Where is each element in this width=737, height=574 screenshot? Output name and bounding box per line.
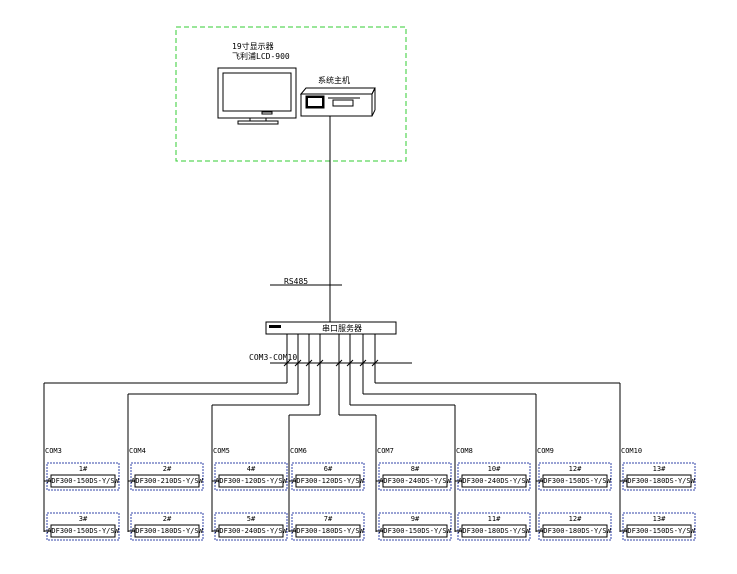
com-label: COM9	[537, 447, 554, 455]
device-model: ADF300-210DS-Y/SW	[131, 477, 203, 485]
device-id: 10#	[487, 465, 501, 473]
device-model: ADF300-150DS-Y/SW	[47, 527, 119, 535]
device-frame	[457, 462, 531, 491]
com-label: COM4	[129, 447, 146, 455]
serial-server-box	[265, 321, 397, 335]
branch-lines	[43, 334, 696, 541]
port-tick	[346, 359, 354, 367]
port-tick	[305, 359, 313, 367]
device-id: 2#	[162, 465, 172, 473]
host-label: 系统主机	[318, 76, 350, 85]
device-id: 8#	[410, 465, 420, 473]
device-model: ADF300-180DS-Y/SW	[131, 527, 203, 535]
device-frame	[291, 512, 365, 541]
device-id: 7#	[323, 515, 333, 523]
device-model: ADF300-120DS-Y/SW	[292, 477, 364, 485]
device-id: 13#	[652, 465, 666, 473]
device-frame	[291, 462, 365, 491]
ports-label: COM3-COM10	[249, 353, 298, 362]
device-frame	[378, 462, 452, 491]
serial-server-label: 串口服务器	[322, 324, 362, 333]
serial-server-led	[269, 325, 281, 328]
com-label: COM8	[456, 447, 473, 455]
port-tick	[335, 359, 343, 367]
monitor-label-1: 19寸显示器	[232, 42, 274, 51]
device-id: 3#	[78, 515, 88, 523]
device-id: 13#	[652, 515, 666, 523]
device-frame	[378, 512, 452, 541]
com-label: COM10	[621, 447, 643, 455]
device-frame	[622, 512, 696, 541]
port-tick	[316, 359, 324, 367]
device-frame	[622, 462, 696, 491]
device-id: 4#	[246, 465, 256, 473]
port-tick	[294, 359, 302, 367]
device-model: ADF300-180DS-Y/SW	[623, 477, 695, 485]
port-tick	[283, 359, 291, 367]
device-model: ADF300-180DS-Y/SW	[539, 527, 611, 535]
port-tick	[359, 359, 367, 367]
device-model: ADF300-150DS-Y/SW	[623, 527, 695, 535]
device-id: 11#	[487, 515, 501, 523]
com-label: COM7	[377, 447, 394, 455]
bus-label: RS485	[284, 277, 309, 286]
device-frame	[214, 462, 288, 491]
device-id: 9#	[410, 515, 420, 523]
device-frame	[214, 512, 288, 541]
device-frame	[46, 462, 120, 491]
device-id: 12#	[568, 515, 582, 523]
device-id: 6#	[323, 465, 333, 473]
port-tick	[371, 359, 379, 367]
device-id: 2#	[162, 515, 172, 523]
device-model: ADF300-240DS-Y/SW	[215, 527, 287, 535]
device-frame	[46, 512, 120, 541]
com-label: COM6	[290, 447, 307, 455]
com-label: COM3	[45, 447, 62, 455]
device-model: ADF300-240DS-Y/SW	[458, 477, 530, 485]
device-model: ADF300-120DS-Y/SW	[215, 477, 287, 485]
device-frame	[538, 512, 612, 541]
device-model: ADF300-150DS-Y/SW	[539, 477, 611, 485]
device-frame	[538, 462, 612, 491]
device-model: ADF300-150DS-Y/SW	[379, 527, 451, 535]
device-model: ADF300-150DS-Y/SW	[47, 477, 119, 485]
workstation-area	[175, 26, 407, 162]
device-frame	[457, 512, 531, 541]
device-model: ADF300-240DS-Y/SW	[379, 477, 451, 485]
device-frame	[130, 512, 204, 541]
device-id: 1#	[78, 465, 88, 473]
monitor-icon	[217, 67, 297, 125]
device-id: 12#	[568, 465, 582, 473]
device-frame	[130, 462, 204, 491]
com-label: COM5	[213, 447, 230, 455]
device-model: ADF300-180DS-Y/SW	[292, 527, 364, 535]
host-computer-icon	[299, 87, 376, 117]
device-id: 5#	[246, 515, 256, 523]
monitor-label-2: 飞利浦LCD-900	[232, 52, 290, 61]
device-model: ADF300-180DS-Y/SW	[458, 527, 530, 535]
